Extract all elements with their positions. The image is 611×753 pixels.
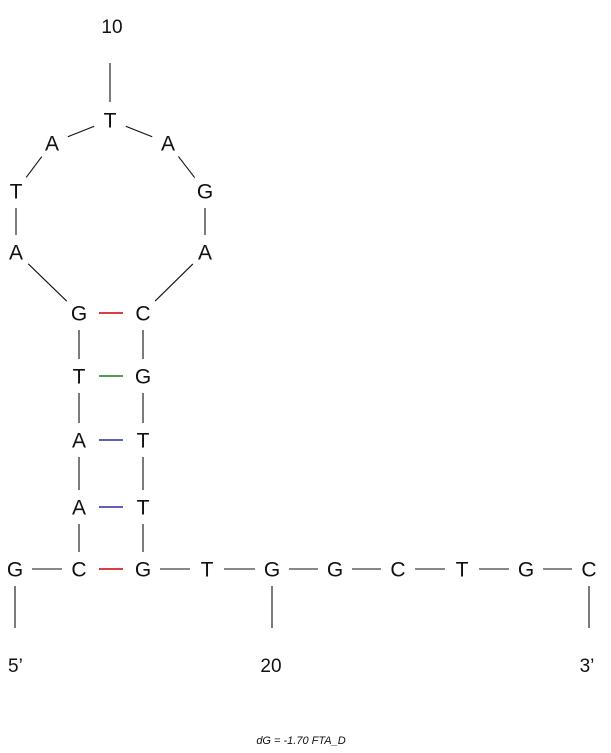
nucleotide: G <box>327 559 343 582</box>
nucleotide: T <box>104 110 117 133</box>
nucleotide: T <box>10 181 23 204</box>
backbone-bond <box>125 125 153 138</box>
nucleotide: G <box>518 559 534 582</box>
free-energy-label: dG = -1.70 FTA_D <box>256 735 345 747</box>
backbone-bond <box>27 263 68 302</box>
nucleotide: A <box>72 430 86 453</box>
backbone-bond <box>177 156 196 178</box>
nucleotide: C <box>71 559 86 582</box>
nucleotide: C <box>390 559 405 582</box>
backbone-bond <box>25 156 43 178</box>
nucleotide: G <box>71 303 87 326</box>
nucleotide: T <box>137 430 150 453</box>
nucleotide: A <box>72 497 86 520</box>
nucleotide: T <box>73 366 86 389</box>
nucleotide: A <box>9 242 23 265</box>
nucleotide: C <box>135 303 150 326</box>
three-prime-label: 3’ <box>580 656 595 677</box>
nucleotide: T <box>201 559 214 582</box>
nucleotide: G <box>135 366 151 389</box>
nucleotide: T <box>137 497 150 520</box>
nucleotide: G <box>135 559 151 582</box>
nucleotide: A <box>161 133 175 156</box>
nucleotide: G <box>197 181 213 204</box>
five-prime-label: 5’ <box>8 656 23 677</box>
nucleotide: A <box>198 242 212 265</box>
nucleotide: C <box>581 559 596 582</box>
position-20-label: 20 <box>260 656 281 677</box>
position-10-label: 10 <box>101 17 122 38</box>
nucleotide: G <box>7 559 23 582</box>
nucleotide: A <box>45 133 59 156</box>
nucleotide: G <box>264 559 280 582</box>
backbone-bond <box>67 125 95 138</box>
nucleotide: T <box>456 559 469 582</box>
backbone-bond <box>154 263 194 302</box>
